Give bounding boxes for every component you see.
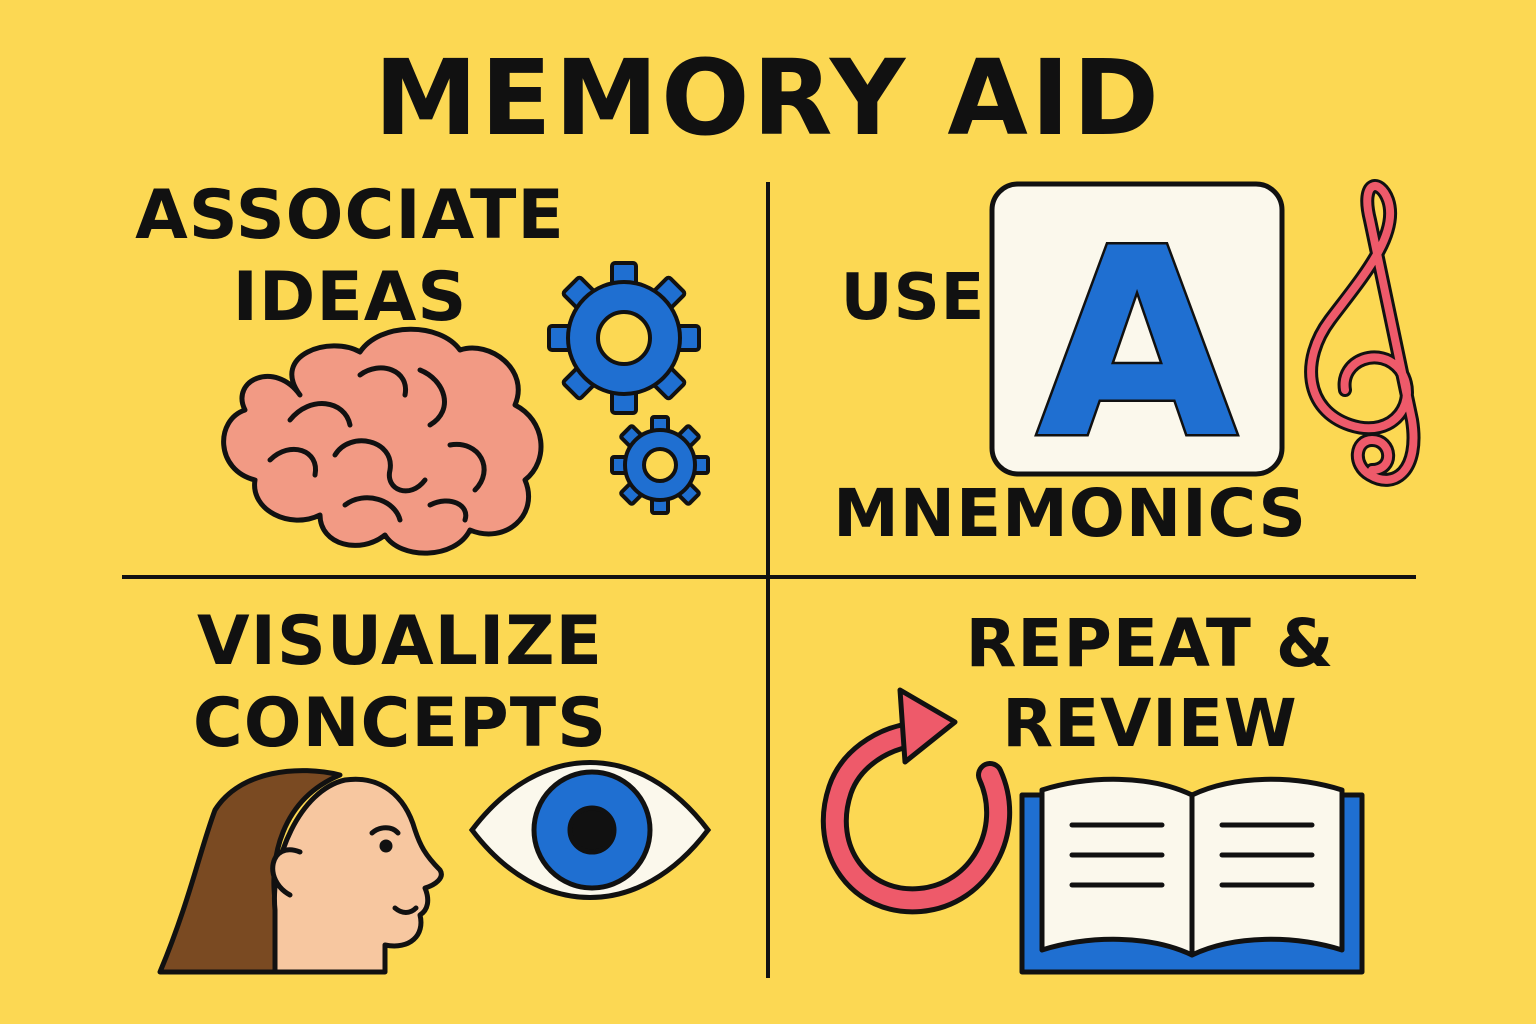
brain-icon — [221, 326, 544, 556]
repeat-line2: REVIEW — [1002, 685, 1298, 762]
vertical-divider — [766, 182, 770, 978]
person-profile-icon — [157, 768, 444, 975]
refresh-arrow-icon — [820, 687, 1013, 915]
mnemonic-letter: A — [1036, 194, 1239, 496]
eye-icon — [468, 760, 712, 900]
open-book-icon — [1019, 776, 1365, 975]
visualize-line2: CONCEPTS — [192, 684, 608, 763]
mnemonics-word: MNEMONICS — [833, 475, 1307, 552]
associate-line1: ASSOCIATE — [135, 176, 565, 255]
mnemonics-use: USE — [840, 261, 986, 335]
treble-clef-icon — [1304, 179, 1421, 487]
visualize-line1: VISUALIZE — [196, 602, 604, 681]
horizontal-divider — [122, 575, 1416, 579]
gear-icon — [547, 261, 710, 515]
page-title: MEMORY AID — [374, 37, 1162, 159]
associate-line2: IDEAS — [232, 258, 468, 337]
letter-a-card-icon: A — [989, 181, 1285, 499]
repeat-line1: REPEAT & — [965, 605, 1335, 682]
